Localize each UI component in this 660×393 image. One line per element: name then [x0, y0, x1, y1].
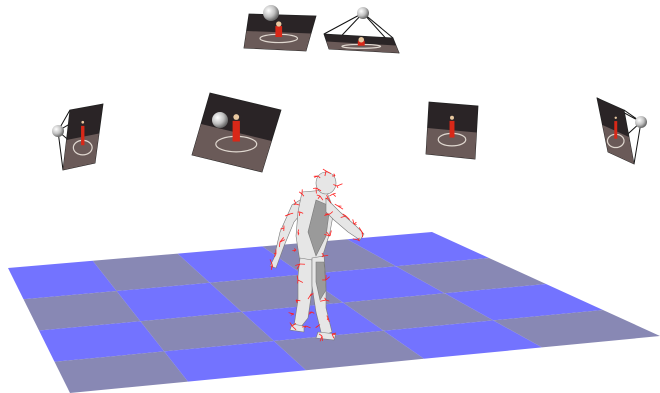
camera-center-marker — [263, 5, 279, 21]
feature-point — [292, 250, 296, 251]
camera-left — [52, 104, 103, 170]
photo-subject-head — [358, 37, 364, 43]
camera-center-marker — [635, 116, 647, 128]
checkerboard-floor — [8, 232, 660, 393]
photo-subject-head — [276, 21, 281, 26]
camera-right — [426, 102, 478, 159]
photo-subject — [275, 26, 282, 37]
camera-center-left — [192, 93, 281, 172]
camera-far-right — [597, 98, 647, 164]
feature-point — [329, 194, 333, 196]
frustum-line — [634, 122, 641, 164]
photo-subject — [450, 121, 455, 138]
photo-subject-head — [615, 117, 617, 119]
camera-center-marker — [357, 7, 369, 19]
feature-point — [313, 188, 316, 189]
photo-subject — [614, 121, 617, 139]
camera-top-right — [324, 7, 399, 53]
frustum-line — [324, 13, 363, 34]
photo-subject — [233, 121, 240, 142]
photo-subject-head — [233, 114, 239, 120]
camera-center-marker — [52, 125, 64, 137]
photo-subject-head — [450, 116, 454, 120]
feature-point — [333, 194, 336, 197]
camera-rig — [52, 5, 647, 172]
photo-subject-head — [81, 121, 84, 124]
feature-point — [335, 204, 338, 206]
feature-point — [337, 184, 342, 186]
feature-point — [323, 169, 326, 171]
camera-top-left — [244, 5, 316, 51]
feature-point — [333, 193, 336, 194]
photo-subject — [81, 126, 84, 145]
figure-head — [316, 172, 336, 194]
camera-center-marker — [212, 112, 228, 128]
